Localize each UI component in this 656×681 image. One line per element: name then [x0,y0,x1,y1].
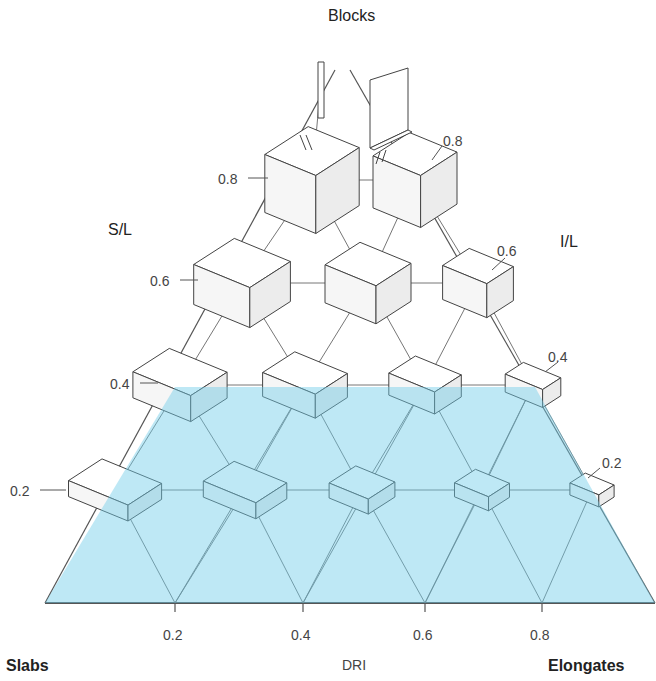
leader-lines [40,146,600,490]
value-label: 0.6 [497,244,516,258]
axis-ticks [175,603,542,612]
value-label: 0.4 [110,377,129,391]
block-face [443,266,487,318]
tick-label: 0.8 [530,628,549,642]
block-shape [194,238,291,327]
axis-label: I/L [560,234,578,250]
break-mark [306,135,312,150]
block-face [194,265,250,328]
block-face [543,378,561,408]
axis-label: DRI [342,658,366,672]
tick-label: 0.4 [291,628,310,642]
value-label: 0.8 [443,134,462,148]
rod-shape [318,62,324,118]
block-face [599,485,614,507]
plate-edge [370,130,412,150]
block-shape [443,248,514,317]
title-label: Blocks [328,8,375,24]
block-face [421,152,457,227]
block-face [265,155,316,234]
block-face [325,265,376,324]
tick-label: 0.2 [163,628,182,642]
block-face [250,262,291,328]
triangle-frame [45,70,655,603]
tick-label: 0.6 [413,628,432,642]
value-label: 0.8 [218,172,237,186]
block-face [376,263,411,324]
break-mark [376,152,380,164]
break-mark [300,135,306,150]
axis-label: S/L [108,222,132,238]
end-label: Slabs [6,658,49,674]
value-label: 0.4 [548,350,567,364]
blue-plane [45,387,655,603]
block-face [487,267,514,318]
block-face [373,156,421,228]
block-shape [325,242,411,323]
block-face [316,148,359,234]
block-shape [265,127,359,234]
value-label: 0.2 [10,484,29,498]
break-mark [382,150,386,162]
end-label: Elongates [548,658,624,674]
value-label: 0.6 [150,274,169,288]
value-label: 0.2 [602,456,621,470]
plate-shapes [300,62,412,164]
